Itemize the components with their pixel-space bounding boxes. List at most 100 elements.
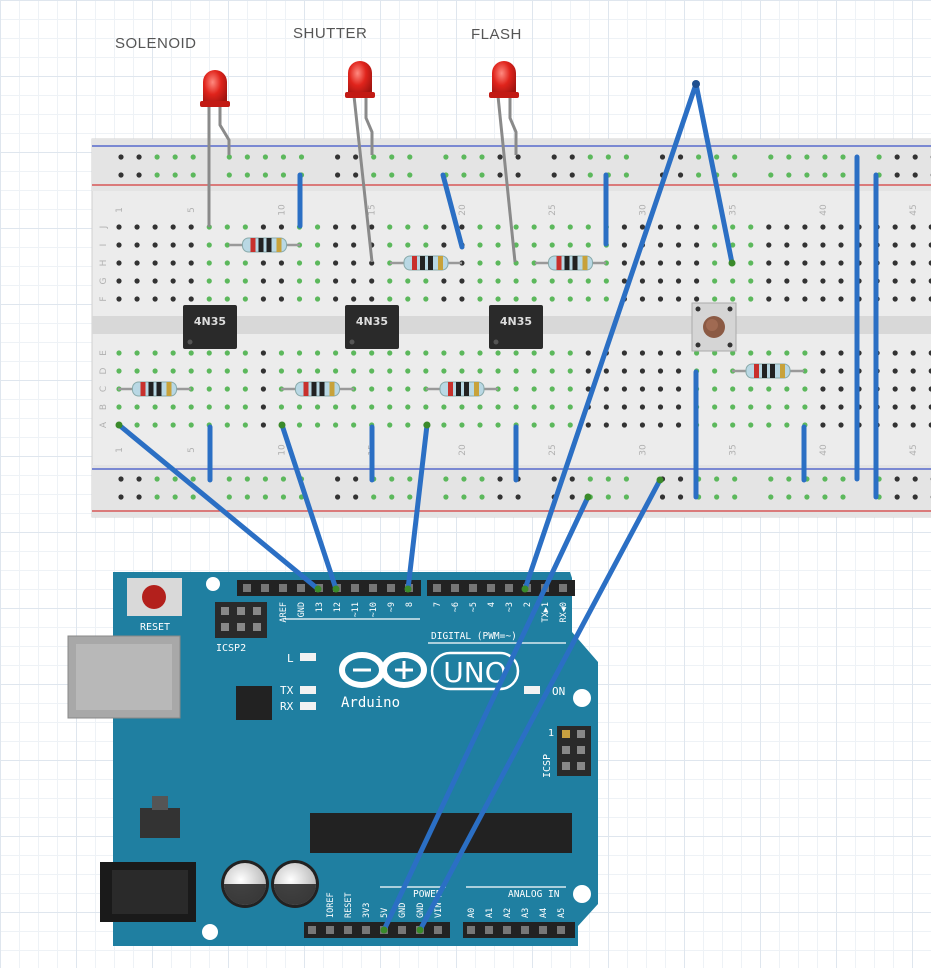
breadboard-hole[interactable] <box>549 404 555 410</box>
breadboard-hole[interactable] <box>910 422 916 428</box>
breadboard-hole[interactable] <box>748 260 754 266</box>
breadboard-hole[interactable] <box>910 278 916 284</box>
rail-hole[interactable] <box>389 172 395 178</box>
breadboard-hole[interactable] <box>567 278 573 284</box>
breadboard-hole[interactable] <box>892 368 898 374</box>
breadboard-hole[interactable] <box>188 404 194 410</box>
breadboard-hole[interactable] <box>369 404 375 410</box>
rail-hole[interactable] <box>226 172 232 178</box>
rail-hole[interactable] <box>371 494 377 500</box>
rail-hole[interactable] <box>587 154 593 160</box>
breadboard-hole[interactable] <box>567 404 573 410</box>
breadboard-hole[interactable] <box>712 260 718 266</box>
breadboard-hole[interactable] <box>351 242 357 248</box>
rail-hole[interactable] <box>280 494 287 500</box>
header-pin[interactable] <box>326 926 334 934</box>
breadboard-hole[interactable] <box>730 350 736 356</box>
breadboard-hole[interactable] <box>675 422 682 428</box>
breadboard-hole[interactable] <box>657 278 664 284</box>
breadboard-hole[interactable] <box>621 368 628 374</box>
header-pin[interactable] <box>308 926 316 934</box>
rail-hole[interactable] <box>515 154 521 160</box>
breadboard-hole[interactable] <box>405 350 411 356</box>
breadboard-hole[interactable] <box>206 278 212 284</box>
breadboard-hole[interactable] <box>405 278 411 284</box>
breadboard-hole[interactable] <box>224 296 230 302</box>
breadboard-hole[interactable] <box>116 296 122 302</box>
header-pin[interactable] <box>297 584 305 592</box>
header-pin[interactable] <box>487 584 495 592</box>
rail-hole[interactable] <box>605 494 611 500</box>
breadboard-hole[interactable] <box>242 296 248 302</box>
rail-hole[interactable] <box>804 154 810 160</box>
breadboard-hole[interactable] <box>910 224 916 230</box>
breadboard-hole[interactable] <box>495 386 501 392</box>
breadboard-hole[interactable] <box>675 368 682 374</box>
rail-hole[interactable] <box>768 476 774 482</box>
breadboard-hole[interactable] <box>351 422 357 428</box>
breadboard-hole[interactable] <box>657 242 664 248</box>
breadboard-hole[interactable] <box>712 296 718 302</box>
breadboard-hole[interactable] <box>152 404 158 410</box>
rail-hole[interactable] <box>894 494 900 500</box>
breadboard-hole[interactable] <box>296 278 303 284</box>
breadboard-hole[interactable] <box>405 296 411 302</box>
breadboard-hole[interactable] <box>784 224 790 230</box>
breadboard-hole[interactable] <box>639 350 646 356</box>
breadboard-hole[interactable] <box>206 242 212 248</box>
breadboard-hole[interactable] <box>639 368 646 374</box>
resistor[interactable] <box>390 255 462 271</box>
breadboard-hole[interactable] <box>585 368 591 374</box>
breadboard-hole[interactable] <box>585 242 591 248</box>
breadboard-hole[interactable] <box>260 260 266 266</box>
rail-hole[interactable] <box>659 494 666 500</box>
rail-hole[interactable] <box>894 154 900 160</box>
breadboard-hole[interactable] <box>820 350 826 356</box>
rail-hole[interactable] <box>479 172 485 178</box>
breadboard-hole[interactable] <box>260 422 266 428</box>
resistor[interactable] <box>118 381 191 397</box>
breadboard-hole[interactable] <box>242 368 248 374</box>
breadboard-hole[interactable] <box>694 350 700 356</box>
breadboard-hole[interactable] <box>314 260 321 266</box>
ic-4n35-1[interactable]: 4N35 <box>183 305 237 349</box>
breadboard-hole[interactable] <box>675 350 682 356</box>
breadboard-hole[interactable] <box>351 278 357 284</box>
breadboard-hole[interactable] <box>549 350 555 356</box>
rail-hole[interactable] <box>894 172 900 178</box>
rail-hole[interactable] <box>912 172 918 178</box>
breadboard-hole[interactable] <box>892 278 898 284</box>
breadboard-hole[interactable] <box>260 278 266 284</box>
breadboard-hole[interactable] <box>748 386 754 392</box>
rail-hole[interactable] <box>786 154 792 160</box>
rail-hole[interactable] <box>407 154 413 160</box>
rail-hole[interactable] <box>461 494 467 500</box>
breadboard-hole[interactable] <box>820 368 826 374</box>
breadboard-hole[interactable] <box>730 422 736 428</box>
breadboard-hole[interactable] <box>296 260 303 266</box>
led-flash[interactable] <box>489 61 519 98</box>
breadboard-hole[interactable] <box>585 224 591 230</box>
wire-gnd[interactable] <box>417 477 663 933</box>
rail-hole[interactable] <box>912 476 918 482</box>
breadboard-hole[interactable] <box>477 404 483 410</box>
breadboard-hole[interactable] <box>657 386 664 392</box>
breadboard-hole[interactable] <box>838 350 844 356</box>
breadboard-hole[interactable] <box>387 260 393 266</box>
breadboard-hole[interactable] <box>838 260 844 266</box>
breadboard-hole[interactable] <box>477 296 483 302</box>
header-pin[interactable] <box>344 926 352 934</box>
breadboard-hole[interactable] <box>910 386 916 392</box>
rail-hole[interactable] <box>190 476 196 482</box>
breadboard-hole[interactable] <box>477 278 483 284</box>
breadboard-hole[interactable] <box>766 296 772 302</box>
rail-hole[interactable] <box>443 494 449 500</box>
rail-hole[interactable] <box>786 494 792 500</box>
breadboard-hole[interactable] <box>170 260 176 266</box>
header-pin[interactable] <box>261 584 269 592</box>
breadboard-hole[interactable] <box>206 404 212 410</box>
breadboard-hole[interactable] <box>224 242 230 248</box>
rail-hole[interactable] <box>262 154 268 160</box>
breadboard-hole[interactable] <box>730 278 736 284</box>
rail-hole[interactable] <box>912 494 918 500</box>
